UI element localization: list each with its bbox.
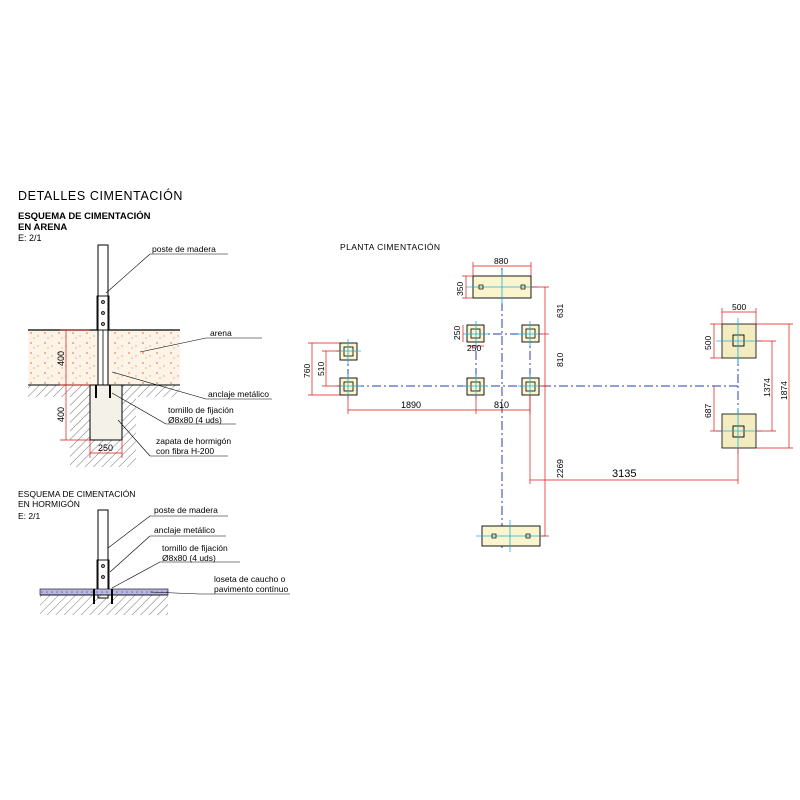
label-screw-line2: Ø8x80 (4 uds) (168, 415, 222, 425)
dim-right-1374: 1374 (762, 378, 772, 397)
concrete-heading-line1: ESQUEMA DE CIMENTACIÓN (18, 489, 135, 499)
dim-footing-width: 250 (98, 443, 113, 453)
dim-span-810: 810 (494, 400, 509, 410)
large-footing-right-top (716, 318, 762, 364)
concrete-footing (89, 384, 123, 441)
dim-span-3135: 3135 (612, 468, 636, 480)
label-surface-line1: loseta de caucho o (214, 574, 286, 584)
sand-scale: E: 2/1 (18, 233, 42, 243)
dim-right-1874: 1874 (779, 381, 789, 400)
dim-top-offset: 631 (555, 304, 565, 318)
small-footing-center-bottom-left (463, 374, 488, 399)
label-surface-line2: pavimento contínuo (214, 584, 288, 594)
concrete-base-hatch (40, 595, 168, 615)
sand-heading-line1: ESQUEMA DE CIMENTACIÓN (18, 210, 151, 222)
small-footing-left-top (336, 339, 361, 364)
label-post: poste de madera (152, 244, 216, 254)
concrete-foundation-detail: ESQUEMA DE CIMENTACIÓN EN HORMIGÓN E: 2/… (18, 489, 290, 615)
dim-left-inner: 510 (316, 362, 326, 376)
label-footing-line1: zapata de hormigón (156, 436, 231, 446)
dim-right-width: 500 (732, 302, 746, 312)
small-footing-center-top-left (463, 321, 488, 346)
label-screw-2-line1: tornillo de fijación (162, 543, 228, 553)
dim-small-square-w: 250 (467, 343, 481, 353)
dim-left-outer: 760 (302, 364, 312, 378)
sand-heading-line2: EN ARENA (18, 222, 67, 233)
label-screw-2-line2: Ø8x80 (4 uds) (162, 553, 216, 563)
small-footing-left-bottom (336, 374, 361, 399)
dim-span-1890: 1890 (401, 400, 421, 410)
dim-vertical-810: 810 (555, 353, 565, 367)
label-anchor: anclaje metálico (208, 389, 269, 399)
foundation-plan: PLANTA CIMENTACIÓN (302, 242, 793, 552)
rubber-paving (39, 588, 169, 596)
dim-footing-depth: 400 (56, 407, 66, 422)
plan-title: PLANTA CIMENTACIÓN (340, 242, 440, 252)
label-screw-line1: tornillo de fijación (168, 405, 234, 415)
sheet-title: DETALLES CIMENTACIÓN (18, 188, 183, 203)
concrete-scale: E: 2/1 (18, 511, 40, 521)
small-footing-center-bottom-right (518, 374, 543, 399)
dim-small-square-h: 250 (452, 326, 462, 340)
small-footing-center-top-right (518, 321, 543, 346)
dim-right-687: 687 (703, 404, 713, 418)
label-post-2: poste de madera (154, 505, 218, 515)
concrete-heading-line2: EN HORMIGÓN (18, 499, 80, 509)
sand-foundation-detail: ESQUEMA DE CIMENTACIÓN EN ARENA E: 2/1 4… (18, 210, 272, 467)
large-footing-right-bottom (716, 408, 762, 454)
label-footing-line2: con fibra H-200 (156, 446, 214, 456)
dim-top-width: 880 (494, 256, 508, 266)
label-sand: arena (210, 328, 232, 338)
dim-right-height: 500 (703, 336, 713, 350)
wooden-post-2 (97, 509, 109, 599)
label-anchor-2: anclaje metálico (154, 525, 215, 535)
dim-top-height: 350 (455, 282, 465, 296)
dim-vertical-2269: 2269 (555, 459, 565, 478)
dim-sand-depth: 400 (56, 351, 66, 366)
